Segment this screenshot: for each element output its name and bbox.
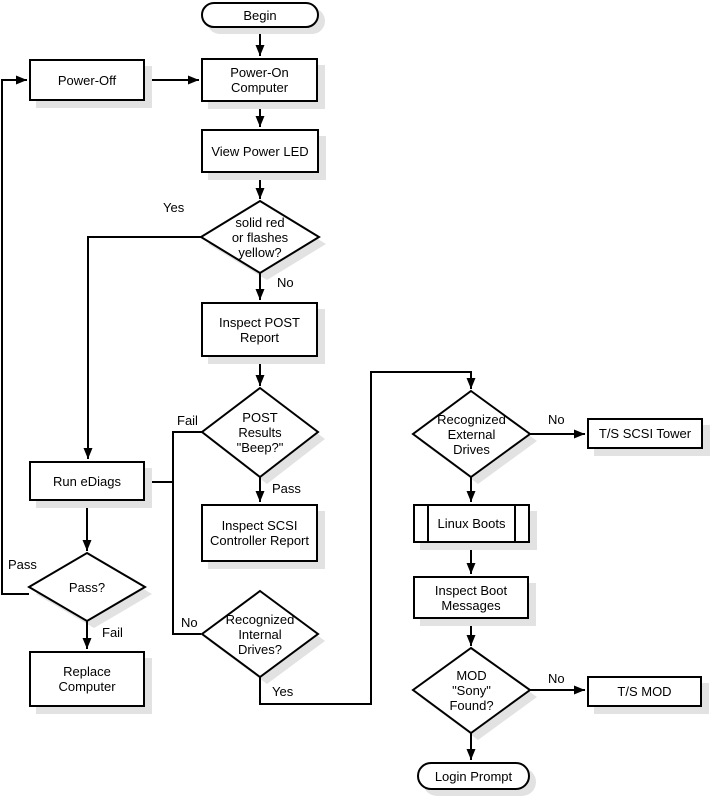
internal-decision-shape — [200, 589, 320, 679]
decision-recognized-internal-drives: Recognized Internal Drives? — [225, 611, 295, 657]
terminator-begin: Begin — [201, 2, 319, 28]
edge-label-post-pass: Pass — [272, 481, 301, 496]
diamond-shapes — [27, 199, 532, 735]
external-decision-shape — [411, 389, 532, 479]
edge-label-internal-yes: Yes — [272, 684, 294, 699]
process-run-ediags: Run eDiags — [29, 461, 145, 501]
mod-decision-shape — [411, 646, 532, 735]
post-decision-shape — [200, 386, 320, 479]
connectors — [1, 26, 585, 760]
process-ts-scsi-tower: T/S SCSI Tower — [587, 418, 703, 449]
edge-label-internal-no: No — [181, 615, 198, 630]
process-inspect-post-report: Inspect POST Report — [201, 302, 318, 357]
process-inspect-boot-messages: Inspect Boot Messages — [413, 576, 529, 619]
decision-post-beep: POST Results "Beep?" — [236, 410, 284, 455]
edge-post-fail-internal-no-rail — [172, 431, 202, 635]
decision-mod-sony-found: MOD "Sony" Found? — [449, 668, 494, 713]
led-decision-shape — [199, 199, 321, 275]
edge-label-led-yes: Yes — [163, 200, 185, 215]
edge-label-post-fail: Fail — [177, 413, 198, 428]
process-ts-mod: T/S MOD — [587, 676, 702, 707]
terminator-login-prompt: Login Prompt — [417, 762, 530, 790]
linux-boots-label: Linux Boots — [437, 516, 506, 531]
edge-internal-yes-external — [259, 371, 476, 705]
process-replace-computer: Replace Computer — [29, 651, 145, 707]
pass-decision-shape — [27, 551, 147, 623]
decision-led-status: solid red or flashes yellow? — [231, 214, 289, 260]
edge-label-led-no: No — [277, 275, 294, 290]
predefined-process-linux-boots: Linux Boots — [413, 504, 530, 543]
edge-label-mod-no: No — [548, 671, 565, 686]
predefined-left-bar — [427, 506, 429, 541]
edge-led-yes-runediags — [83, 236, 201, 459]
edge-label-pass-loop: Pass — [8, 557, 37, 572]
predefined-right-bar — [514, 506, 516, 541]
edge-pass-loop-poweroff — [1, 75, 29, 595]
decision-ediags-pass: Pass? — [68, 579, 106, 595]
process-view-power-led: View Power LED — [201, 129, 319, 173]
edge-label-external-no: No — [548, 412, 565, 427]
process-power-off: Power-Off — [29, 59, 145, 101]
decision-recognized-external-drives: Recognized External Drives — [437, 411, 506, 457]
process-power-on-computer: Power-On Computer — [201, 58, 318, 102]
edge-label-pass-fail: Fail — [102, 625, 123, 640]
process-inspect-scsi-controller-report: Inspect SCSI Controller Report — [201, 504, 318, 562]
